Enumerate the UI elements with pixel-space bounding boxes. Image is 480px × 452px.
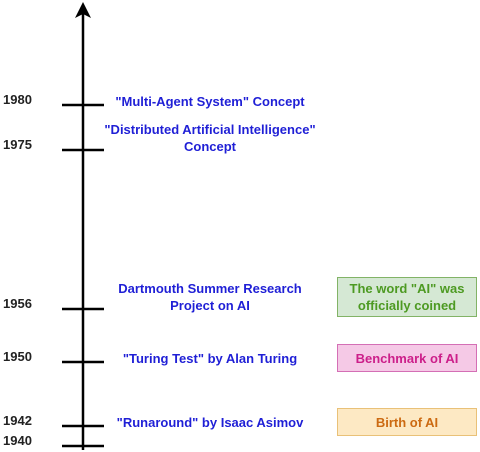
tag-1956: The word "AI" was officially coined — [337, 277, 477, 317]
year-label-1956: 1956 — [3, 296, 32, 311]
tick-group — [62, 103, 104, 448]
tag-line: officially coined — [357, 298, 457, 313]
event-line: "Multi-Agent System" Concept — [115, 93, 305, 109]
axis-arrowhead — [75, 2, 91, 18]
event-1942: "Runaround" by Isaac Asimov — [80, 414, 340, 431]
tag-1950: Benchmark of AI — [337, 344, 477, 372]
year-label-group: 1980 1975 1956 1950 1942 1940 — [3, 92, 32, 448]
tag-line: The word "AI" was — [349, 281, 465, 296]
event-line: "Turing Test" by Alan Turing — [122, 350, 298, 366]
tag-text: The word "AI" was officially coined — [350, 280, 465, 314]
tag-text: Birth of AI — [376, 414, 438, 431]
event-line: Project on AI — [170, 298, 250, 313]
tag-text: Benchmark of AI — [356, 350, 459, 367]
tag-line: Benchmark of AI — [355, 350, 459, 366]
tag-1942: Birth of AI — [337, 408, 477, 436]
event-1980: "Multi-Agent System" Concept — [80, 93, 340, 110]
event-line: Dartmouth Summer Research — [118, 281, 302, 296]
event-1975: "Distributed Artificial Intelligence" Con… — [80, 121, 340, 155]
year-label-1975: 1975 — [3, 137, 32, 152]
event-line: "Distributed Artificial Intelligence" — [104, 122, 316, 137]
tag-line: Birth of AI — [375, 414, 439, 430]
event-1950: "Turing Test" by Alan Turing — [80, 350, 340, 367]
year-label-1980: 1980 — [3, 92, 32, 107]
year-label-1942: 1942 — [3, 413, 32, 428]
year-label-1950: 1950 — [3, 349, 32, 364]
event-line: Concept — [184, 139, 236, 154]
year-label-1940: 1940 — [3, 433, 32, 448]
event-line: "Runaround" by Isaac Asimov — [116, 414, 304, 430]
